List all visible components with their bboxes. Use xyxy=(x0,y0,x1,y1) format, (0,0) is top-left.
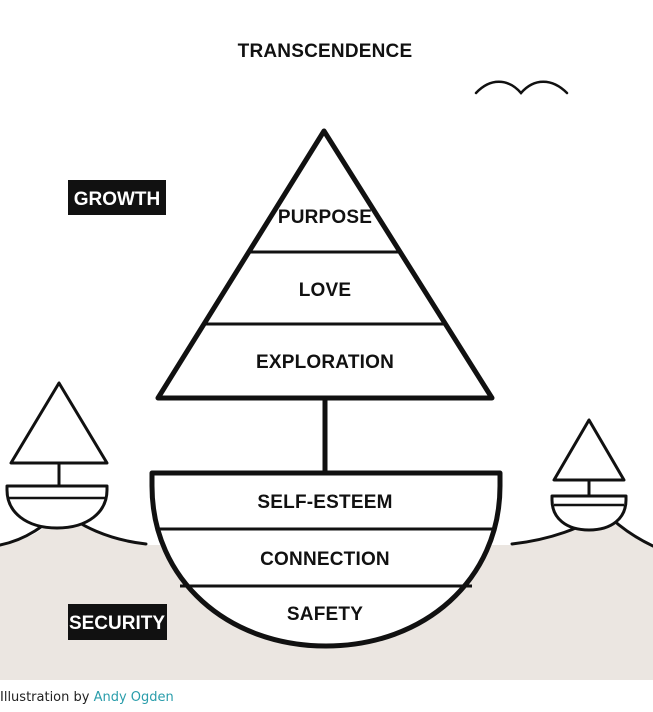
sea-area xyxy=(0,506,150,680)
small-boat-right xyxy=(550,418,628,532)
level-label-exploration: EXPLORATION xyxy=(256,352,394,373)
credit-author-link[interactable]: Andy Ogden xyxy=(93,690,174,705)
main-hull xyxy=(149,470,503,649)
svg-text:GROWTH: GROWTH xyxy=(74,189,161,210)
security-tag: SECURITY xyxy=(68,604,167,640)
level-label-self-esteem: SELF-ESTEEM xyxy=(257,492,392,513)
level-label-love: LOVE xyxy=(299,280,352,301)
level-label-safety: SAFETY xyxy=(287,604,363,625)
level-label-connection: CONNECTION xyxy=(260,549,390,570)
growth-tag: GROWTH xyxy=(68,180,166,215)
credit-prefix: Illustration by xyxy=(0,690,94,705)
image-credit: Illustration by Andy Ogden xyxy=(0,690,174,705)
small-boat-left xyxy=(5,381,109,530)
small-sail-left xyxy=(9,381,109,465)
label-transcendence: TRANSCENDENCE xyxy=(238,41,413,62)
level-label-purpose: PURPOSE xyxy=(278,207,372,228)
hull-shape xyxy=(149,470,503,649)
small-sail-right xyxy=(552,418,626,482)
sea-area-right xyxy=(512,510,653,680)
svg-text:SECURITY: SECURITY xyxy=(69,613,165,634)
bird-icon xyxy=(474,80,569,95)
small-hull-left xyxy=(5,484,109,530)
